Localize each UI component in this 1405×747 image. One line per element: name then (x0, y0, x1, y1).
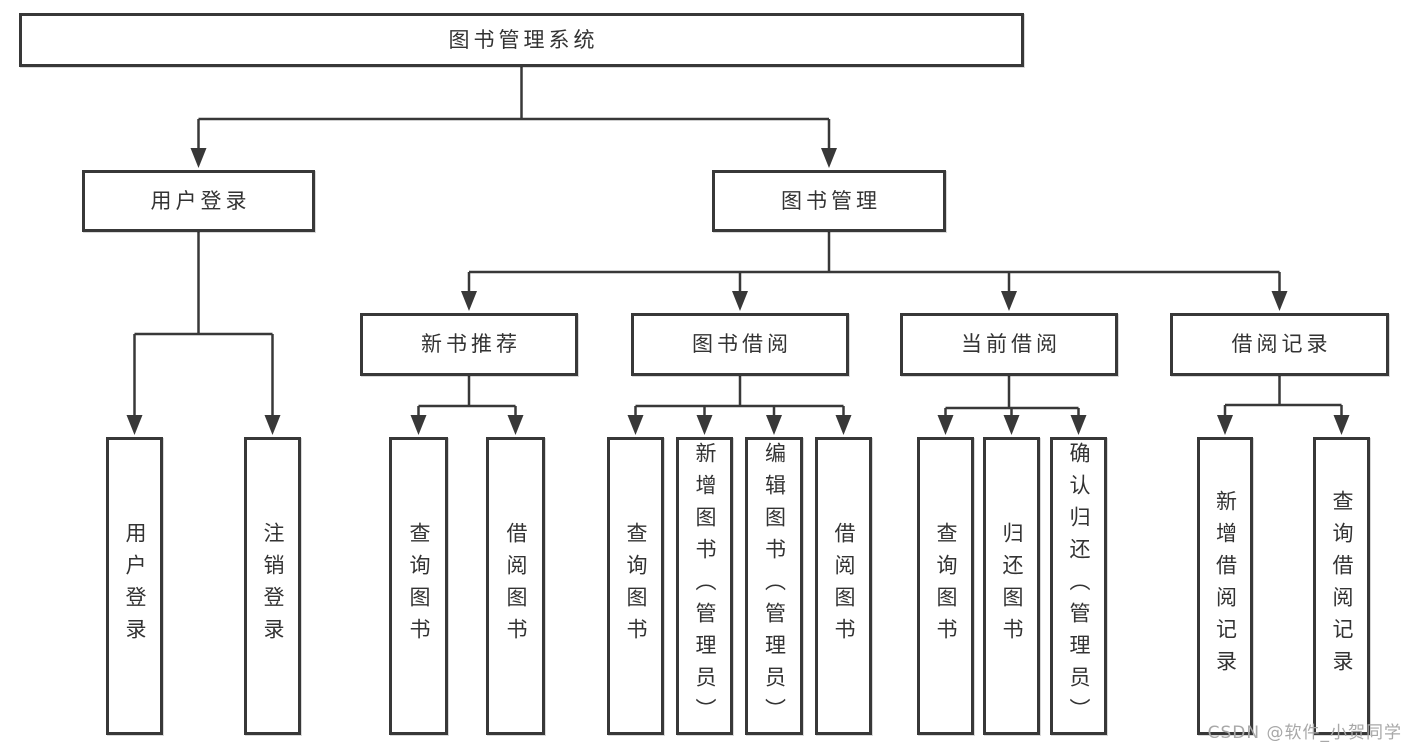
node-label: 用户登录 (150, 188, 251, 213)
node-records-add-record: 新增借阅记录 (1197, 437, 1253, 735)
node-borrowing-borrow-books: 借阅图书 (815, 437, 872, 735)
node-current-return-books: 归还图书 (983, 437, 1040, 735)
node-root: 图书管理系统 (19, 13, 1024, 67)
node-label: 借阅图书 (832, 522, 856, 650)
node-borrowing-add-books-admin: 新增图书（管理员） (676, 437, 733, 735)
node-logout: 注销登录 (244, 437, 301, 735)
node-book-borrowing: 图书借阅 (631, 313, 849, 376)
node-label: 归还图书 (1000, 522, 1024, 650)
node-label: 确认归还（管理员） (1067, 442, 1091, 730)
node-current-borrowing: 当前借阅 (900, 313, 1118, 376)
node-label: 新增图书（管理员） (693, 442, 717, 730)
node-label: 查询图书 (407, 522, 431, 650)
node-login: 用户登录 (106, 437, 163, 735)
node-label: 借阅图书 (504, 522, 528, 650)
node-recommend-query-books: 查询图书 (389, 437, 448, 735)
node-label: 新书推荐 (421, 332, 521, 356)
node-label: 图书借阅 (692, 332, 792, 356)
node-label: 用户登录 (123, 522, 147, 650)
node-label: 新增借阅记录 (1213, 490, 1238, 682)
node-label: 查询图书 (624, 522, 648, 650)
node-label: 编辑图书（管理员） (762, 442, 787, 730)
node-label: 注销登录 (261, 522, 285, 650)
node-book-management: 图书管理 (712, 170, 946, 232)
node-label: 借阅记录 (1231, 332, 1332, 356)
node-label: 图书管理 (781, 188, 881, 213)
node-user-login: 用户登录 (82, 170, 315, 232)
node-borrow-records: 借阅记录 (1170, 313, 1389, 376)
node-label: 查询借阅记录 (1330, 490, 1354, 682)
node-label: 查询图书 (934, 522, 958, 650)
node-borrowing-query-books: 查询图书 (607, 437, 664, 735)
node-records-query-record: 查询借阅记录 (1313, 437, 1370, 735)
node-current-query-books: 查询图书 (917, 437, 974, 735)
node-borrowing-edit-books-admin: 编辑图书（管理员） (745, 437, 803, 735)
node-label: 图书管理系统 (448, 27, 599, 52)
node-current-confirm-return-admin: 确认归还（管理员） (1050, 437, 1107, 735)
node-recommend-borrow-books: 借阅图书 (486, 437, 545, 735)
node-label: 当前借阅 (961, 332, 1061, 356)
watermark: CSDN @软件_小贺同学 (1207, 723, 1402, 743)
node-new-book-recommend: 新书推荐 (360, 313, 578, 376)
